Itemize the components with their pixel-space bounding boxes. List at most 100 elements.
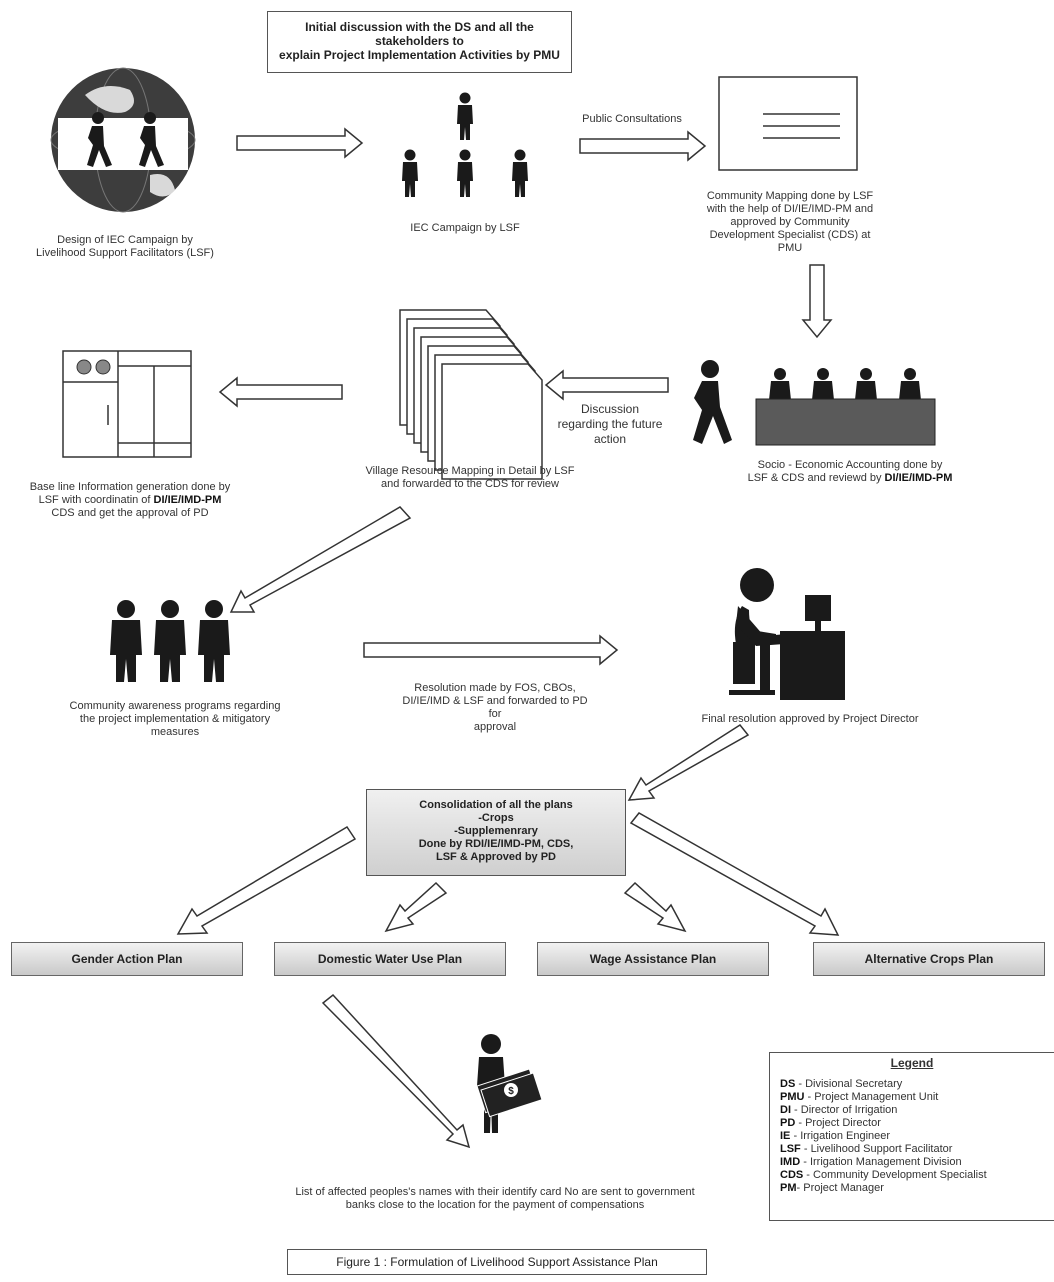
awareness-line1: Community awareness programs regarding <box>69 700 281 712</box>
arrow-to-documents <box>544 369 669 401</box>
svg-text:$: $ <box>508 1086 514 1097</box>
iec-campaign-caption: IEC Campaign by LSF <box>410 222 520 234</box>
legend-desc: Irrigation Engineer <box>800 1130 891 1142</box>
arrow-to-consolidation <box>627 724 750 801</box>
cabinet-icon <box>62 350 192 458</box>
legend-title: Legend <box>890 1056 934 1070</box>
arrow-to-wage-plan <box>623 881 687 933</box>
legend-sep: - <box>795 1117 806 1129</box>
iec-design-line1: Design of IEC Campaign by <box>57 234 193 246</box>
payment-list-line2: banks close to the location for the paym… <box>345 1199 645 1211</box>
document-map-icon <box>718 76 858 171</box>
arrow-globe-to-iec <box>236 127 364 159</box>
baseline-caption: Base line Information generation done by… <box>10 481 250 520</box>
domestic-water-use-plan-box: Domestic Water Use Plan <box>274 942 506 976</box>
village-mapping-line1: Village Resource Mapping in Detail by LS… <box>365 465 575 477</box>
arrow-to-director <box>363 634 619 666</box>
resolution-caption: Resolution made by FOS, CBOs, DI/IE/IMD … <box>370 682 620 734</box>
legend-abbr: DI <box>780 1104 791 1116</box>
consolidation-box: Consolidation of all the plans -Crops -S… <box>366 789 626 876</box>
community-mapping-line1: Community Mapping done by LSF <box>706 190 874 202</box>
legend-sep: - <box>800 1143 811 1155</box>
village-mapping-line2: and forwarded to the CDS for review <box>381 478 559 490</box>
community-mapping-line5: PMU <box>777 242 803 254</box>
community-mapping-line2: with the help of DI/IE/IMD-PM and <box>706 203 874 215</box>
legend-abbr: CDS <box>780 1169 804 1181</box>
socio-economic-line2: LSF & CDS and reviewd by DI/IE/IMD-PM <box>720 472 980 485</box>
discussion-line1: Discussion <box>580 402 640 416</box>
socio-economic-line2-text: LSF & CDS and reviewd by <box>747 472 885 484</box>
legend-abbr: IMD <box>780 1156 801 1168</box>
legend-box: Legend DS - Divisional Secretary PMU - P… <box>769 1052 1054 1221</box>
legend-sep: - <box>795 1078 806 1090</box>
legend-abbr: IE <box>780 1130 791 1142</box>
people-group-icon <box>402 92 528 197</box>
initial-discussion-line2: stakeholders to <box>375 34 464 48</box>
arrow-to-crops-plan <box>629 812 840 936</box>
village-mapping-caption: Village Resource Mapping in Detail by LS… <box>345 465 595 491</box>
legend-abbr: PM <box>780 1182 797 1194</box>
resolution-line1: Resolution made by FOS, CBOs, <box>414 682 576 694</box>
consolidation-line3: -Supplemenrary <box>454 825 538 837</box>
meeting-table-icon <box>693 360 936 446</box>
arrow-to-payment-list <box>321 993 471 1149</box>
baseline-line2-bold: DI/IE/IMD-PM <box>153 494 222 506</box>
initial-discussion-line3: explain Project Implementation Activitie… <box>279 48 560 62</box>
discussion-line3: action <box>593 432 627 446</box>
three-people-icon <box>110 600 230 682</box>
consolidation-line1: Consolidation of all the plans <box>419 799 573 811</box>
arrow-to-cabinet <box>218 376 343 408</box>
discussion-line2: regarding the future <box>557 417 663 431</box>
wage-assistance-plan-box: Wage Assistance Plan <box>537 942 769 976</box>
consolidation-line5: LSF & Approved by PD <box>436 851 556 863</box>
legend-sep: - <box>803 1169 814 1181</box>
legend-item-ie: IE - Irrigation Engineer <box>770 1130 1054 1143</box>
gender-action-plan-box: Gender Action Plan <box>11 942 243 976</box>
legend-desc: Community Development Specialist <box>813 1169 987 1181</box>
legend-abbr: PMU <box>780 1091 805 1103</box>
arrow-to-awareness <box>229 506 412 613</box>
community-mapping-caption: Community Mapping done by LSF with the h… <box>690 190 890 255</box>
arrow-iec-to-mapping <box>579 130 707 162</box>
legend-item-ds: DS - Divisional Secretary <box>770 1078 1054 1091</box>
initial-discussion-line1: Initial discussion with the DS and all t… <box>305 20 534 34</box>
iec-design-line2: Livelihood Support Facilitators (LSF) <box>36 247 214 259</box>
legend-item-di: DI - Director of Irrigation <box>770 1104 1054 1117</box>
figure-caption: Figure 1 : Formulation of Livelihood Sup… <box>287 1249 707 1275</box>
person-at-desk-icon <box>729 568 845 700</box>
arrow-mapping-down <box>801 264 833 339</box>
alternative-crops-plan-box: Alternative Crops Plan <box>813 942 1045 976</box>
awareness-line3: measures <box>150 726 200 738</box>
legend-desc: Director of Irrigation <box>800 1104 898 1116</box>
legend-desc: Project Manager <box>803 1182 884 1194</box>
legend-sep: - <box>800 1156 810 1168</box>
legend-item-cds: CDS - Community Development Specialist <box>770 1169 1054 1182</box>
legend-desc: Divisional Secretary <box>805 1078 903 1090</box>
community-mapping-line4: Development Specialist (CDS) at <box>709 229 871 241</box>
resolution-line4: approval <box>473 721 517 733</box>
socio-economic-caption: Socio - Economic Accounting done by LSF … <box>720 459 980 485</box>
baseline-line1: Base line Information generation done by <box>29 481 231 493</box>
iec-design-caption: Design of IEC Campaign by Livelihood Sup… <box>20 234 230 260</box>
legend-item-pd: PD - Project Director <box>770 1117 1054 1130</box>
socio-economic-line1: Socio - Economic Accounting done by <box>757 459 943 471</box>
legend-item-imd: IMD - Irrigation Management Division <box>770 1156 1054 1169</box>
socio-economic-line2-bold: DI/IE/IMD-PM <box>884 472 953 484</box>
awareness-line2: the project implementation & mitigatory <box>79 713 271 725</box>
consolidation-line4: Done by RDI/IE/IMD-PM, CDS, <box>418 838 574 850</box>
baseline-line2: LSF with coordinatin of DI/IE/IMD-PM <box>10 494 250 507</box>
legend-desc: Irrigation Management Division <box>809 1156 962 1168</box>
globe-walkers-icon <box>50 67 196 213</box>
baseline-line2-text: LSF with coordinatin of <box>38 494 154 506</box>
consolidation-line2: -Crops <box>478 812 514 824</box>
stacked-documents-icon <box>399 309 543 480</box>
final-resolution-caption: Final resolution approved by Project Dir… <box>701 713 919 725</box>
legend-sep: - <box>796 1182 804 1194</box>
legend-desc: Livelihood Support Facilitator <box>810 1143 953 1155</box>
legend-item-lsf: LSF - Livelihood Support Facilitator <box>770 1143 1054 1156</box>
legend-sep: - <box>791 1104 801 1116</box>
community-mapping-line3: approved by Community <box>730 216 850 228</box>
legend-abbr: DS <box>780 1078 796 1090</box>
legend-item-pm: PM- Project Manager <box>770 1182 1054 1195</box>
